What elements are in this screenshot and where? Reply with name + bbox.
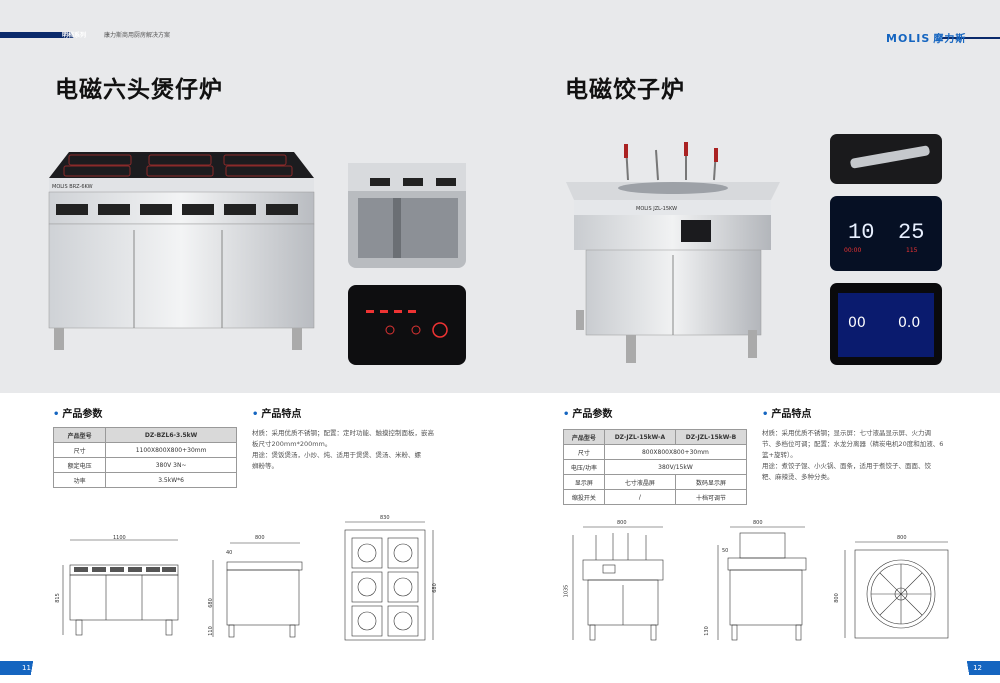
series-label: 明档系列 [62, 32, 87, 39]
dim-top-width: 830 [380, 515, 390, 521]
svg-text:10: 10 [848, 220, 874, 245]
left-params-heading: •产品参数 [53, 409, 103, 420]
dim-width: 1100 [113, 535, 126, 541]
header-bar-right [942, 37, 1000, 39]
dim-r-w2: 50 [722, 548, 729, 554]
dim-top-depth: 680 [431, 583, 438, 593]
left-nameplate: MOLIS BRZ-6KW [52, 184, 93, 190]
dumpling-cooker-image: MOLIS JZL-15KW [566, 142, 780, 363]
page-number-right: 12 [955, 661, 1000, 675]
digital-display-photo: 10 25 00:00 115 [830, 196, 942, 271]
right-front-view-drawing [572, 526, 664, 641]
cabinet-interior-photo [348, 163, 466, 268]
svg-text:0.0: 0.0 [898, 315, 920, 331]
lcd-screen-photo: 00 0.0 [830, 283, 942, 365]
dim-w2: 40 [226, 550, 233, 556]
dim-r-leg: 130 [703, 626, 710, 636]
right-product-title: 电磁饺子炉 [565, 77, 685, 103]
svg-text:00:00: 00:00 [844, 247, 861, 254]
header-subtitle: 康力斯商用厨房解决方案 [104, 32, 171, 39]
right-nameplate: MOLIS JZL-15KW [636, 206, 677, 212]
basket-handle-photo [830, 134, 942, 184]
dim-leg: 110 [207, 626, 214, 636]
dim-body: 680 [207, 598, 214, 608]
header-bar-left [0, 32, 56, 38]
dim-r-height: 1035 [563, 584, 570, 598]
dim-r-depth: 800 [753, 520, 763, 526]
six-head-cooker-image: MOLIS BRZ-6KW [48, 152, 315, 350]
right-params-heading: •产品参数 [563, 409, 613, 420]
table-row: 缩投开关/十档可调节 [563, 489, 748, 505]
svg-text:115: 115 [906, 247, 918, 254]
right-features-text: 材质：采用优质不锈钢；显示屏：七寸液晶显示屏、火力调节、多档位可调；配置：水龙分… [762, 429, 944, 481]
left-features-text: 材质：采用优质不锈钢；配置：定时功能、触摸控制面板，嵌高板尺寸200mm*200… [252, 429, 434, 470]
svg-text:25: 25 [898, 220, 924, 245]
svg-text:00: 00 [848, 315, 866, 331]
dim-r-width: 800 [617, 520, 627, 526]
right-top-view-drawing [844, 541, 949, 639]
left-product-title: 电磁六头煲仔炉 [55, 77, 223, 103]
table-row: 显示屏七寸液晶屏数码显示屏 [563, 474, 748, 490]
touch-control-panel-photo [348, 285, 466, 365]
left-side-view-drawing [212, 542, 303, 638]
left-top-view-drawing [344, 521, 434, 641]
right-side-view-drawing [717, 526, 807, 641]
dim-r-top: 800 [897, 535, 907, 541]
left-features-heading: •产品特点 [252, 409, 302, 420]
minus-icon [385, 325, 395, 335]
header-bar-slant [56, 32, 88, 38]
right-features-heading: •产品特点 [762, 409, 812, 420]
power-icon [432, 322, 448, 338]
page-number-left: 11 [0, 661, 45, 675]
plus-icon [411, 325, 421, 335]
dim-height: 815 [54, 593, 61, 603]
left-front-view-drawing [62, 539, 179, 636]
dim-depth: 800 [255, 535, 265, 541]
dim-r-top-depth: 800 [833, 593, 840, 603]
